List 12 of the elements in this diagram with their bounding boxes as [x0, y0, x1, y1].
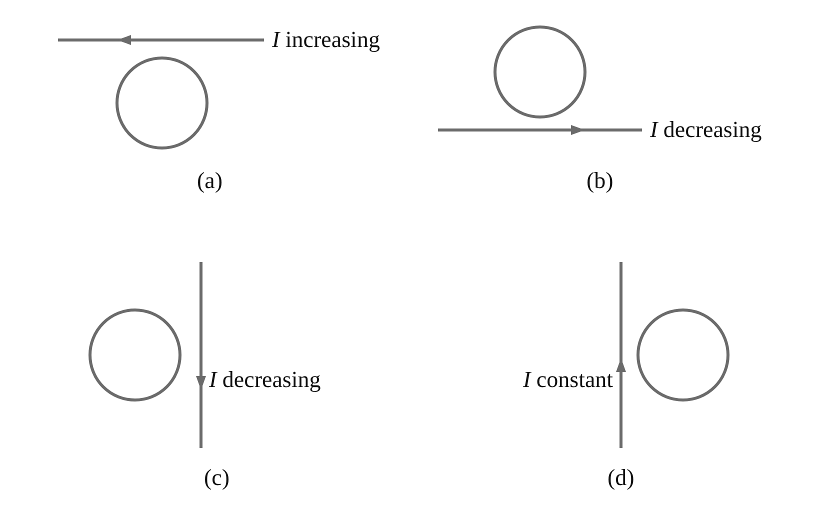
wire-loop	[494, 26, 586, 118]
panel-label: (d)	[608, 465, 634, 491]
current-label: I constant	[523, 367, 614, 393]
wire-loop	[636, 308, 730, 402]
panel-label: (a)	[197, 168, 223, 194]
current-label: I increasing	[272, 27, 380, 53]
current-label: I decreasing	[209, 367, 321, 393]
current-label: I decreasing	[650, 117, 762, 143]
panel-label: (c)	[204, 465, 230, 491]
panel-label: (b)	[586, 168, 614, 194]
wire-loop	[116, 56, 208, 150]
wire-loop	[88, 308, 182, 402]
